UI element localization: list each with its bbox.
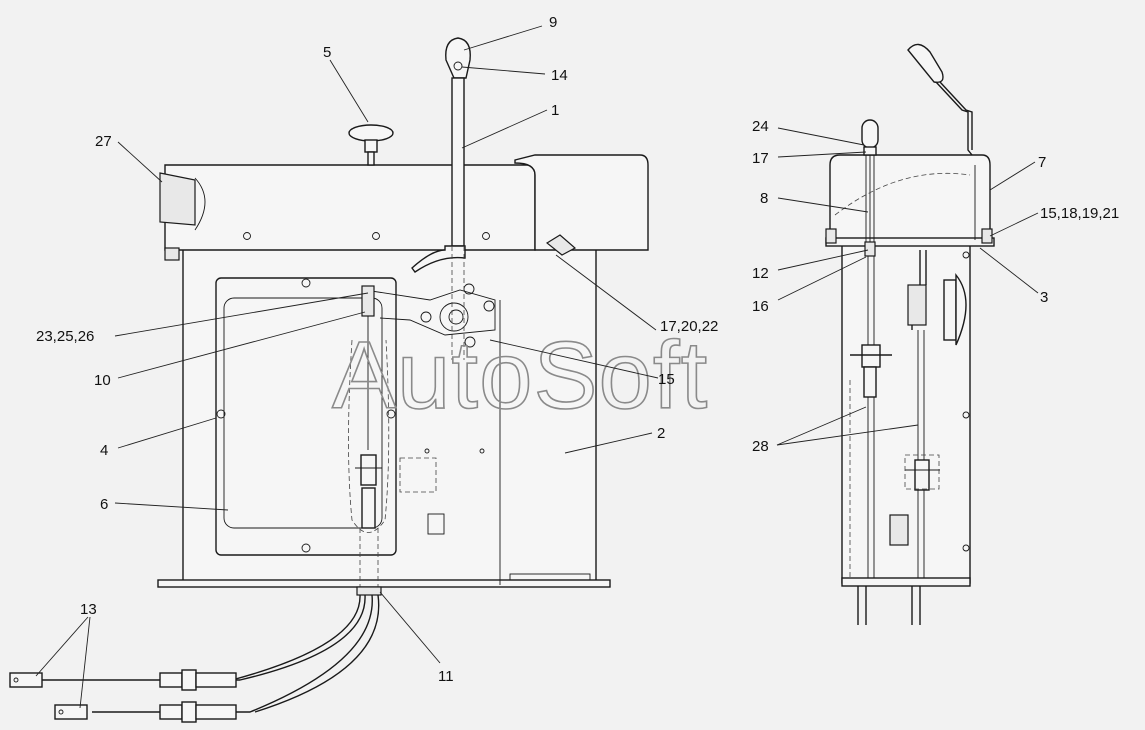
callout-15-18-19-21: 15,18,19,21: [1040, 205, 1119, 222]
access-panel: [215, 277, 397, 556]
front-view: [9, 37, 649, 723]
callout-5: 5: [323, 44, 331, 61]
top-cover: [164, 164, 536, 251]
callout-labels: 5 9 14 1 27 23,25,26 10 4 6 17,20,22 15 …: [36, 14, 1119, 685]
callout-12: 12: [752, 265, 769, 282]
control-cables: [9, 594, 380, 723]
watermark-text: AutoSoft: [332, 322, 708, 429]
callout-11: 11: [438, 668, 454, 685]
inner-cable: [348, 316, 445, 587]
callout-7: 7: [1038, 154, 1046, 171]
side-view: [825, 43, 995, 625]
callout-16: 16: [752, 298, 769, 315]
callout-9: 9: [549, 14, 557, 31]
callout-24: 24: [752, 118, 769, 135]
callout-13: 13: [80, 601, 97, 618]
callout-23-25-26: 23,25,26: [36, 328, 94, 345]
callout-8: 8: [760, 190, 768, 207]
callout-15: 15: [658, 371, 675, 388]
panel-inner-outline: [223, 297, 383, 529]
callout-28: 28: [752, 438, 769, 455]
left-cap: [159, 172, 196, 226]
callout-1: 1: [551, 102, 559, 119]
callout-10: 10: [94, 372, 111, 389]
callout-14: 14: [551, 67, 568, 84]
callout-17: 17: [752, 150, 769, 167]
callout-27: 27: [95, 133, 112, 150]
right-cover: [514, 154, 649, 251]
callout-3: 3: [1040, 289, 1048, 306]
leader-lines: [35, 25, 1039, 709]
control-knob: [348, 124, 394, 166]
foot-slot: [509, 573, 591, 581]
callout-2: 2: [657, 425, 665, 442]
callout-4: 4: [100, 442, 108, 459]
callout-17-20-22: 17,20,22: [660, 318, 718, 335]
base-plate: [157, 579, 611, 588]
callout-6: 6: [100, 496, 108, 513]
main-lever: [411, 37, 471, 360]
